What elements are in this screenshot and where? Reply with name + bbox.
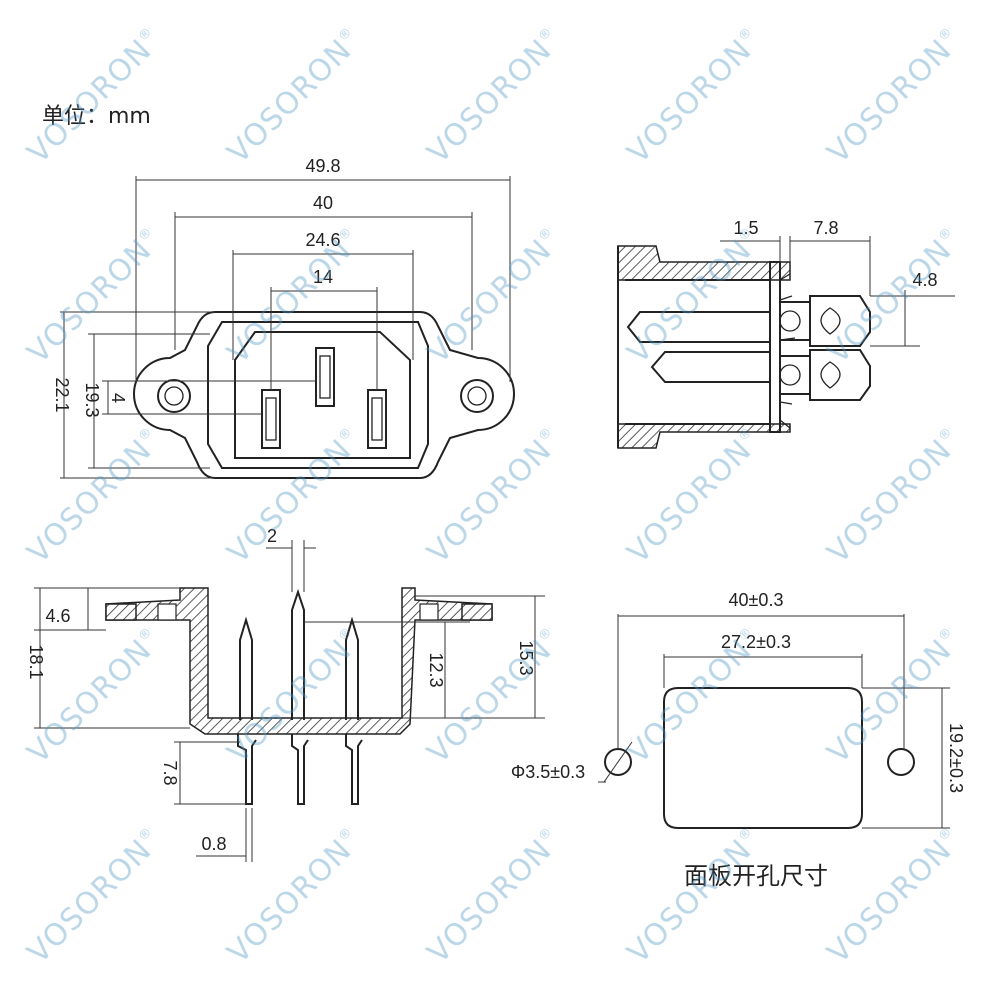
side-dim-terminal-length: 7.8 <box>813 218 838 238</box>
section-gap-left <box>157 603 177 621</box>
watermark-text: VOSORON® <box>221 823 369 971</box>
side-flange-clips <box>779 273 796 429</box>
watermark-text: VOSORON® <box>21 423 169 571</box>
side-flange <box>769 261 781 433</box>
watermark-text: VOSORON® <box>621 23 769 171</box>
section-dim-pin-thickness: 0.8 <box>201 834 226 854</box>
watermark-text: VOSORON® <box>21 23 169 171</box>
watermark-text: VOSORON® <box>21 223 169 371</box>
front-body-outline <box>207 321 429 469</box>
side-terminal-upper <box>779 295 871 347</box>
section-dim-inner-depth: 12.3 <box>426 652 446 687</box>
panel-dim-hole-diameter: Φ3.5±0.3 <box>511 762 585 782</box>
panel-dim-cutout-height: 19.2±0.3 <box>946 723 966 793</box>
panel-dimensions <box>598 614 950 829</box>
section-gap-right <box>419 603 439 621</box>
section-dim-body-depth: 15.3 <box>516 640 536 675</box>
panel-caption: 面板开孔尺寸 <box>684 862 828 890</box>
side-view: 1.5 7.8 4.8 <box>617 218 955 449</box>
front-dim-pin-offset: 4 <box>108 393 128 403</box>
side-pin-lower <box>650 351 771 383</box>
side-wall-bottom <box>617 423 791 449</box>
front-pin-right <box>367 389 387 449</box>
panel-dim-hole-spacing: 40±0.3 <box>729 590 784 610</box>
section-pin-right <box>345 616 359 720</box>
watermark-text: VOSORON® <box>21 823 169 971</box>
watermark-text: VOSORON® <box>821 23 969 171</box>
watermark-text: VOSORON® <box>221 23 369 171</box>
side-pin-upper <box>626 311 771 343</box>
front-dim-overall-width: 49.8 <box>305 156 340 176</box>
mounting-hole-right <box>460 379 494 413</box>
side-terminal-lower <box>779 349 871 401</box>
section-leg-middle <box>291 734 309 805</box>
panel-hole-right <box>887 748 915 776</box>
watermark-text: VOSORON® <box>221 423 369 571</box>
side-dim-terminal-width: 4.8 <box>912 270 937 290</box>
watermark-text: VOSORON® <box>821 423 969 571</box>
front-dim-overall-height: 22.1 <box>52 377 72 412</box>
front-dimensions <box>60 176 511 479</box>
watermark-text: VOSORON® <box>621 223 769 371</box>
front-pin-left <box>261 389 281 449</box>
watermark-text: VOSORON® <box>221 223 369 371</box>
mounting-hole-left <box>157 379 191 413</box>
section-tab-left <box>105 603 137 621</box>
section-dim-top-pin-width: 2 <box>267 526 277 546</box>
side-dimensions <box>720 236 955 347</box>
section-dim-pin-length: 7.8 <box>160 760 180 785</box>
watermark-text: VOSORON® <box>421 223 569 371</box>
side-dim-flange-thickness: 1.5 <box>733 218 758 238</box>
front-dim-body-width: 24.6 <box>305 230 340 250</box>
section-view: 2 4.6 18.1 12.3 15.3 7.8 0.8 <box>26 526 545 862</box>
watermark-text: VOSORON® <box>421 423 569 571</box>
panel-dim-cutout-width: 27.2±0.3 <box>721 632 791 652</box>
section-pin-middle <box>291 588 305 720</box>
watermark-text: VOSORON® <box>421 23 569 171</box>
panel-cutout-outline <box>663 687 863 829</box>
section-dim-total-height: 18.1 <box>26 644 46 679</box>
section-pin-left <box>239 616 253 720</box>
section-dimensions <box>34 540 545 862</box>
socket-opening <box>234 331 411 459</box>
section-leg-right <box>345 734 363 805</box>
front-dim-hole-spacing: 40 <box>313 193 333 213</box>
section-dim-flange-height: 4.6 <box>45 606 70 626</box>
front-dim-pin-spacing: 14 <box>313 267 333 287</box>
front-view: 49.8 40 24.6 14 22.1 19.3 4 <box>52 156 515 479</box>
unit-label: 单位：mm <box>42 104 151 129</box>
watermark-text: VOSORON® <box>621 823 769 971</box>
mounting-hole-right-inner <box>467 386 487 406</box>
watermark-text: VOSORON® <box>821 823 969 971</box>
front-dim-body-height: 19.3 <box>82 382 102 417</box>
watermark-text: VOSORON® <box>421 623 569 771</box>
panel-cutout-view: 40±0.3 27.2±0.3 19.2±0.3 Φ3.5±0.3 面板开孔尺寸 <box>511 590 966 890</box>
watermark-text: VOSORON® <box>421 823 569 971</box>
front-flange-outline <box>133 311 515 479</box>
front-pin-earth <box>315 347 335 407</box>
mounting-hole-left-inner <box>164 386 184 406</box>
section-tab-right <box>461 603 493 621</box>
